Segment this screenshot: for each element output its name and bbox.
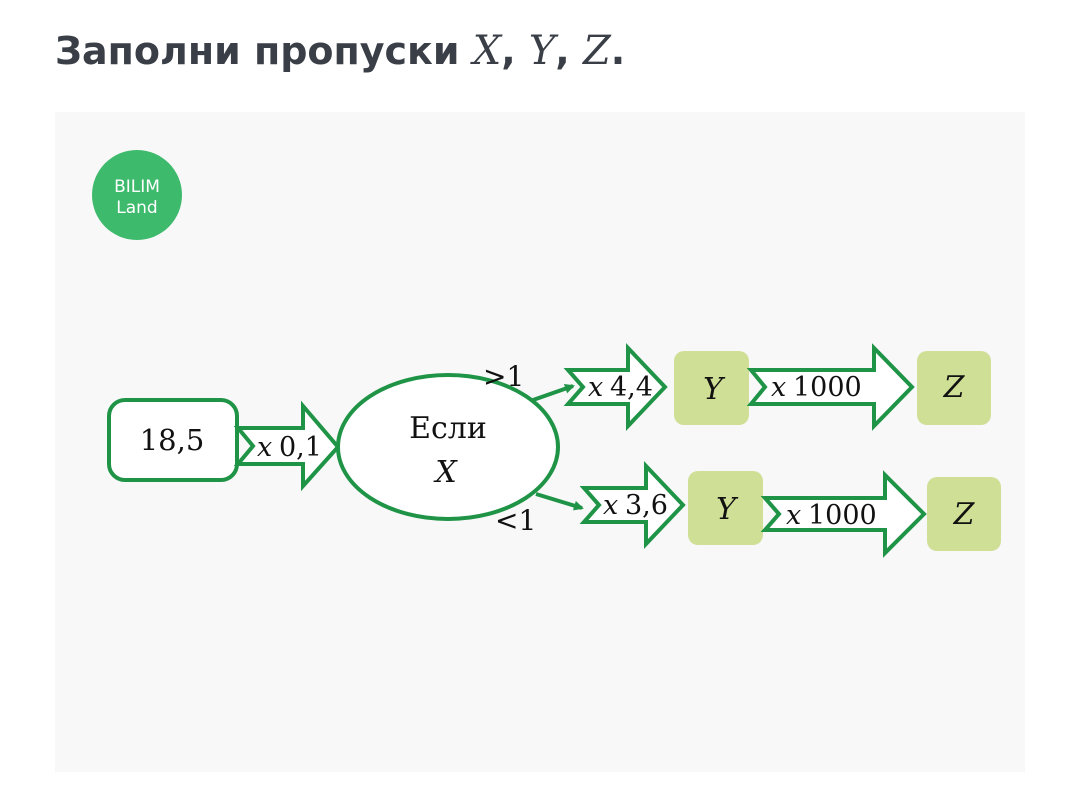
decision-label: Если [409,411,487,446]
lower-condition: <1 [495,504,536,537]
upper-connector-line [532,383,575,402]
upper-y-box: Y [674,351,749,425]
lower-z-label: Z [953,497,976,532]
first-multiplier-arrow: x 0,1 [233,400,341,492]
logo-line1: BILIM [114,177,160,197]
flow-diagram: BILIM Land 18,5 x 0,1 Если X >1 <1 x [92,150,1001,558]
first-multiplier-symbol: x [257,432,272,463]
title-var-y: Y [528,28,556,74]
upper-multiplier-arrow: x 4,4 [563,342,668,432]
upper-second-symbol: x [771,372,786,403]
upper-multiplier-symbol: x [588,372,603,403]
upper-second-value: 1000 [793,372,862,403]
page-title: Заполни пропуски X, Y, Z. [55,28,625,74]
title-comma-1: , [501,29,516,73]
title-period: . [610,29,626,73]
lower-connector-line [535,492,584,511]
lower-second-symbol: x [786,500,801,531]
logo-line2: Land [116,198,157,218]
title-var-x: X [472,28,502,74]
bilimland-logo: BILIM Land [92,150,182,240]
upper-z-box: Z [917,351,991,425]
title-comma-2: , [555,29,570,73]
lower-second-arrow: x 1000 [760,470,927,558]
lower-y-box: Y [688,471,763,545]
upper-z-label: Z [943,370,966,405]
lower-multiplier-symbol: x [603,490,618,521]
lower-multiplier-arrow: x 3,6 [579,460,686,550]
logo-circle [92,150,182,240]
upper-condition: >1 [483,360,524,393]
lower-y-label: Y [716,492,739,527]
upper-y-label: Y [703,372,726,407]
title-text: Заполни пропуски [55,29,460,73]
first-multiplier-value: 0,1 [279,432,322,463]
lower-second-value: 1000 [808,500,877,531]
upper-second-arrow: x 1000 [746,343,915,431]
lower-z-box: Z [927,477,1001,551]
decision-ellipse: Если X [336,373,560,521]
start-value: 18,5 [140,423,205,457]
decision-variable: X [433,455,458,490]
diagram-panel: BILIM Land 18,5 x 0,1 Если X >1 <1 x [55,112,1025,772]
upper-multiplier-value: 4,4 [610,372,653,403]
start-box: 18,5 [107,398,239,482]
title-var-z: Z [582,28,611,74]
lower-multiplier-value: 3,6 [625,490,668,521]
